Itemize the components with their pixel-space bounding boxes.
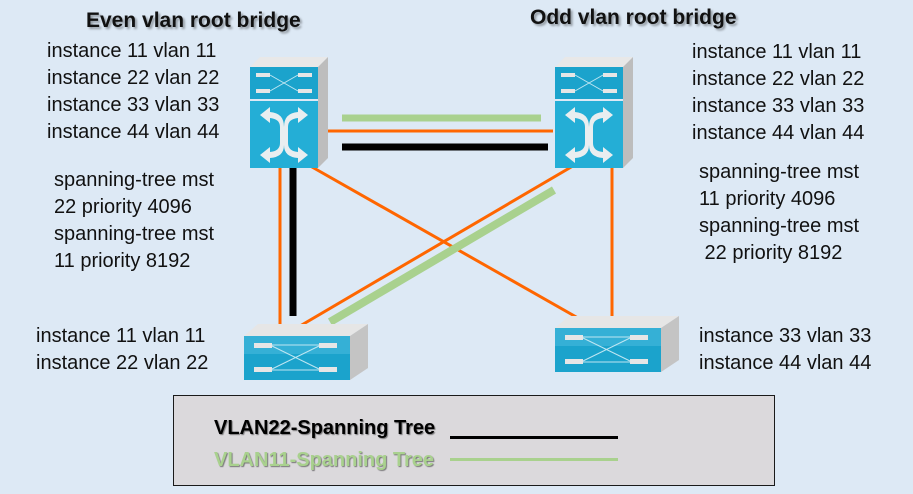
instance-line: instance 22 vlan 22 xyxy=(47,67,220,89)
multilayer-switch-icon xyxy=(555,57,633,168)
link-root-right-access-left xyxy=(299,161,579,328)
instance-line: instance 33 vlan 33 xyxy=(692,95,865,117)
legend-line-vlan22 xyxy=(450,436,618,439)
instance-line: instance 22 vlan 22 xyxy=(36,352,209,374)
instance-line: instance 44 vlan 44 xyxy=(692,122,865,144)
config-line: spanning-tree mst xyxy=(699,215,860,237)
access-left-instances: instance 11 vlan 11 instance 22 vlan 22 xyxy=(36,323,208,377)
instance-line: instance 33 vlan 33 xyxy=(47,94,220,116)
config-line: spanning-tree mst xyxy=(54,223,215,245)
legend-label-vlan11: VLAN11-Spanning Tree xyxy=(214,449,435,471)
access-switch-right[interactable] xyxy=(553,314,681,376)
root-right-instances: instance 11 vlan 11 instance 22 vlan 22 … xyxy=(692,39,864,147)
config-line: spanning-tree mst xyxy=(54,169,215,191)
vlan11-path-root-right-access-left xyxy=(327,186,557,326)
instance-line: instance 33 vlan 33 xyxy=(699,325,872,347)
root-bridge-right-switch[interactable] xyxy=(553,55,639,173)
legend-line-vlan11 xyxy=(450,458,618,461)
config-line: spanning-tree mst xyxy=(699,161,860,183)
access-switch-left[interactable] xyxy=(242,322,370,384)
root-left-instances: instance 11 vlan 11 instance 22 vlan 22 … xyxy=(47,38,219,146)
config-line: 22 priority 4096 xyxy=(54,196,192,218)
workgroup-switch-icon xyxy=(244,324,368,380)
instance-line: instance 44 vlan 44 xyxy=(47,121,220,143)
root-right-config: spanning-tree mst 11 priority 4096 spann… xyxy=(699,159,859,267)
legend-label-vlan22: VLAN22-Spanning Tree xyxy=(214,417,436,439)
access-right-instances: instance 33 vlan 33 instance 44 vlan 44 xyxy=(699,323,871,377)
legend-box: VLAN22-Spanning Tree VLAN11-Spanning Tre… xyxy=(173,395,775,486)
instance-line: instance 22 vlan 22 xyxy=(692,68,865,90)
instance-line: instance 44 vlan 44 xyxy=(699,352,872,374)
root-left-config: spanning-tree mst 22 priority 4096 spann… xyxy=(54,167,214,275)
config-line: 22 priority 8192 xyxy=(699,242,843,264)
even-vlan-root-title: Even vlan root bridge xyxy=(86,9,301,32)
instance-line: instance 11 vlan 11 xyxy=(47,40,217,62)
instance-line: instance 11 vlan 11 xyxy=(692,41,862,63)
instance-line: instance 11 vlan 11 xyxy=(36,325,206,347)
odd-vlan-root-title: Odd vlan root bridge xyxy=(530,6,737,29)
config-line: 11 priority 4096 xyxy=(699,188,836,210)
link-root-left-access-right xyxy=(304,161,579,320)
multilayer-switch-icon xyxy=(250,57,328,168)
root-bridge-left-switch[interactable] xyxy=(248,55,334,173)
config-line: 11 priority 8192 xyxy=(54,250,191,272)
workgroup-switch-icon xyxy=(555,316,679,372)
